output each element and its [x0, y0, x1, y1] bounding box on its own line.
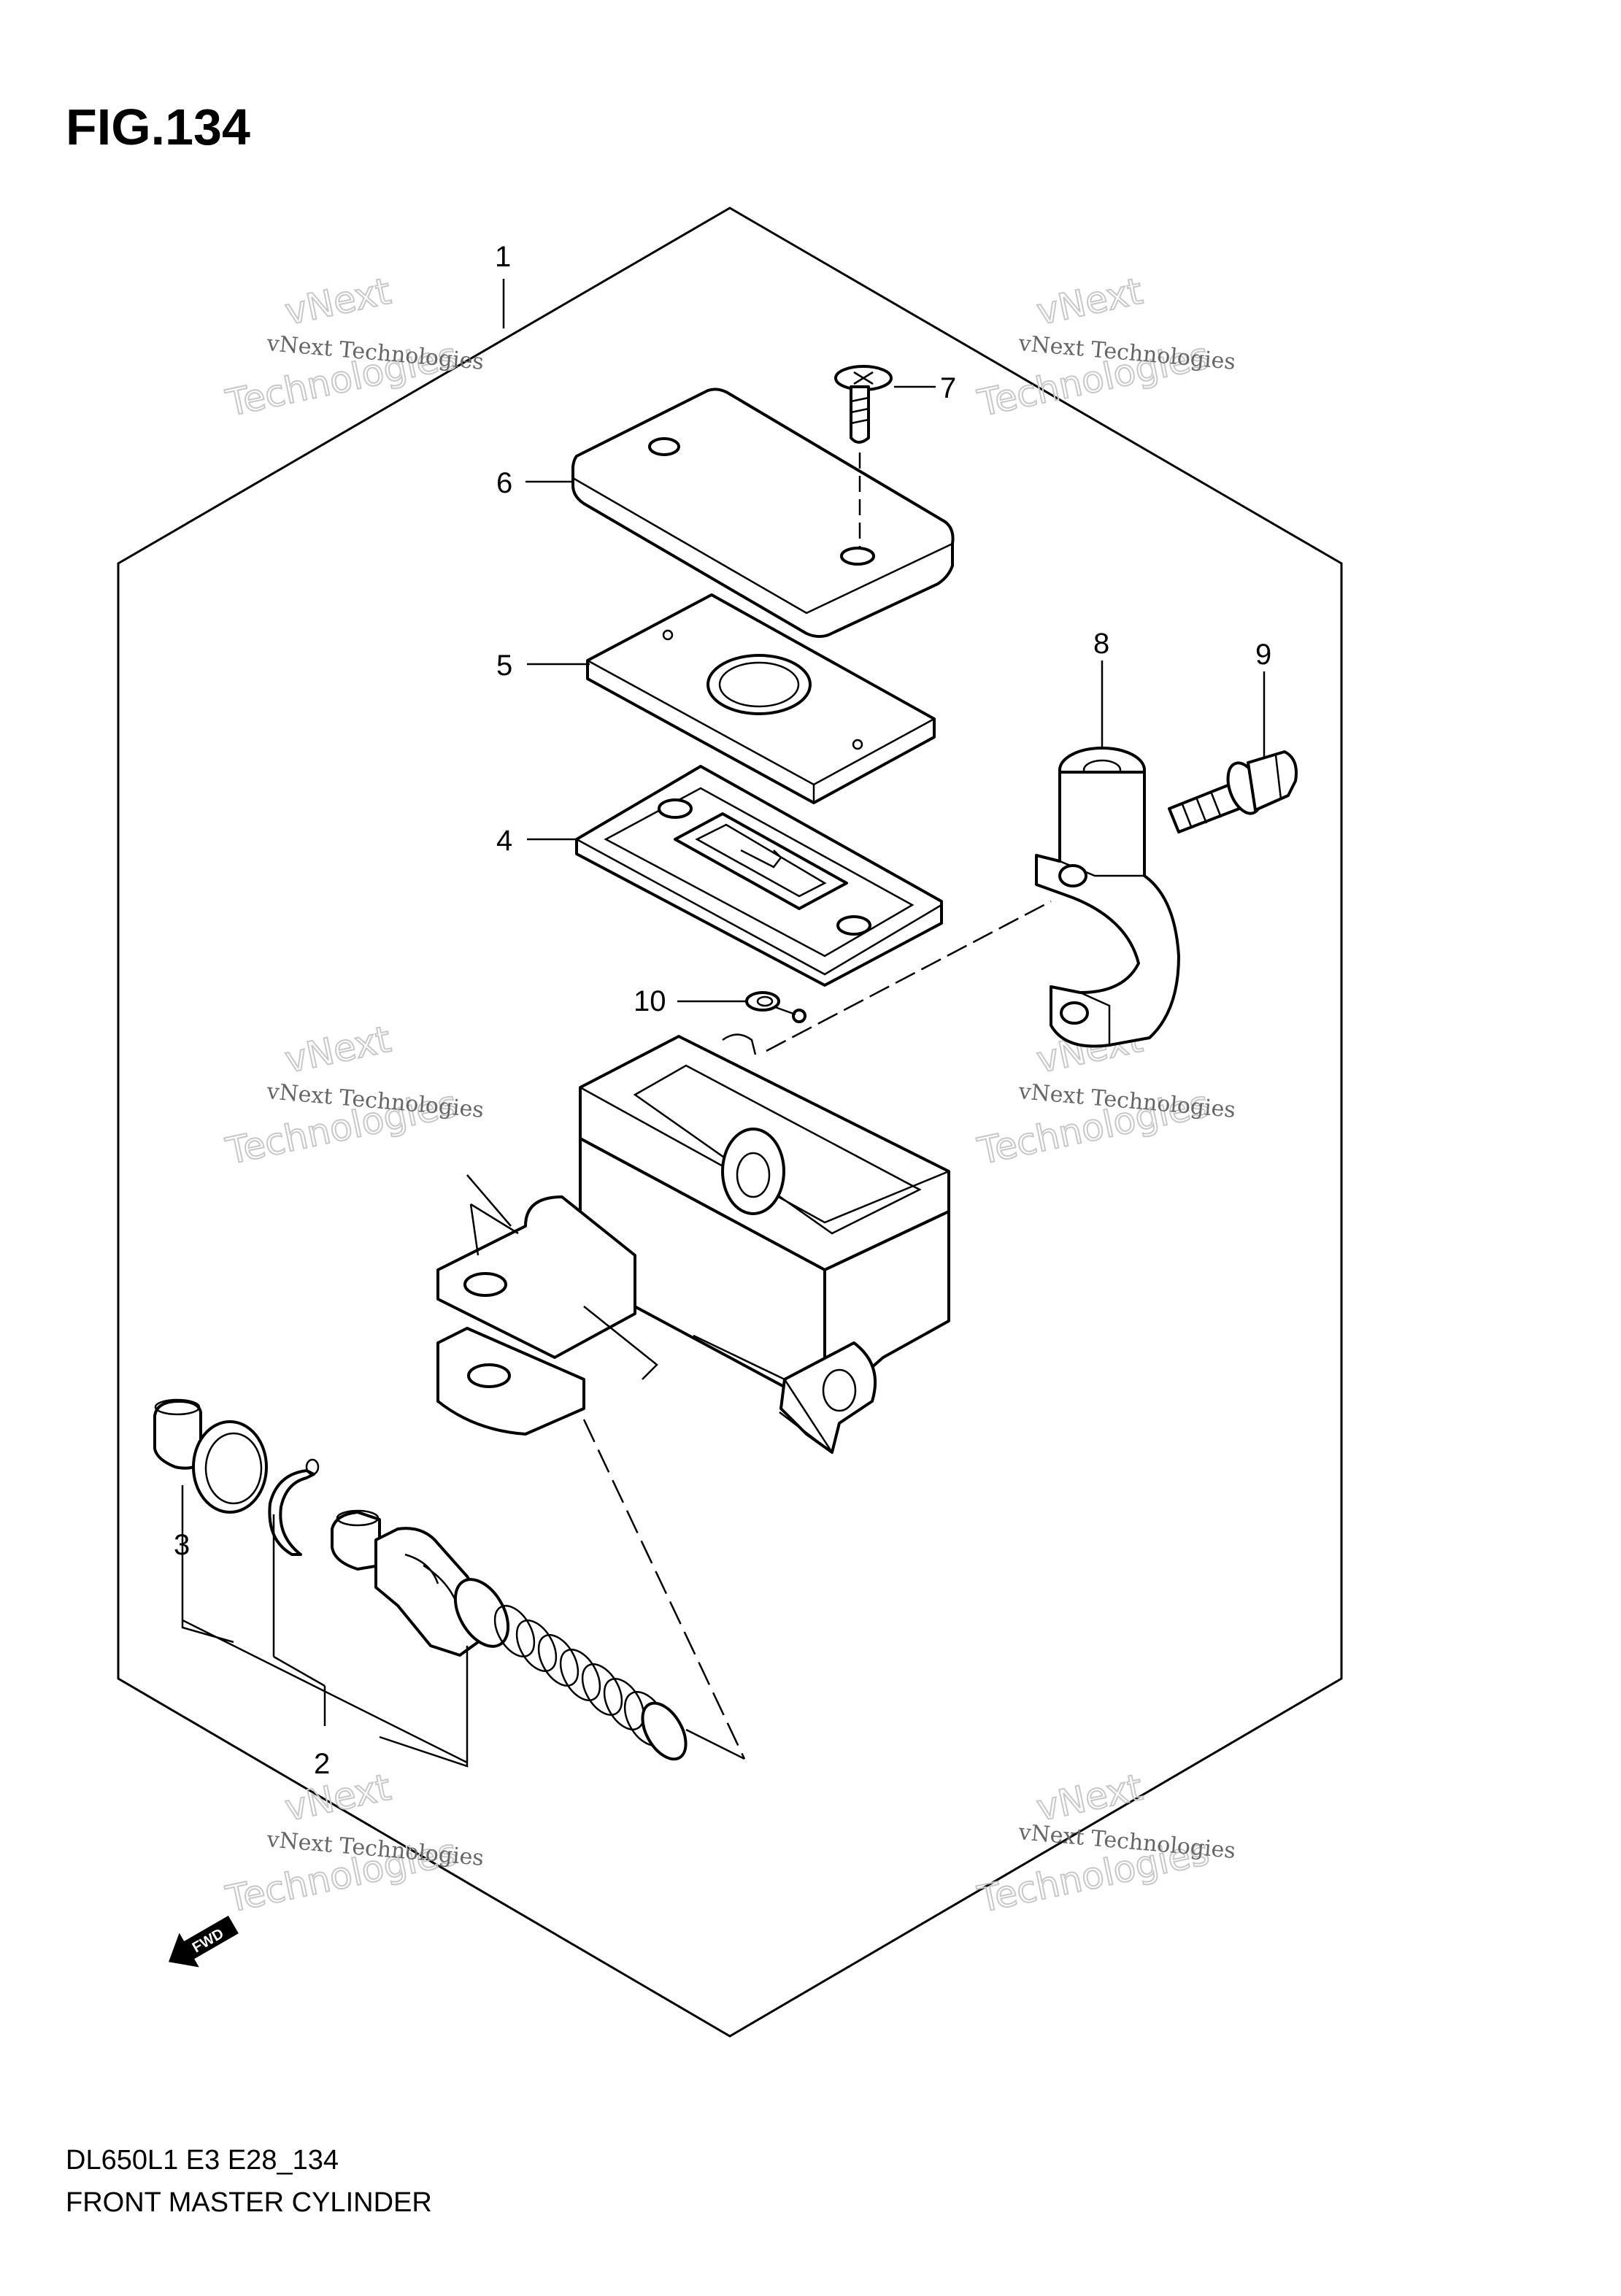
leader-lines: [181, 279, 1266, 1768]
fwd-direction-marker: FWD: [169, 1915, 239, 1968]
part-10-clip: [745, 991, 806, 1023]
watermark-bottom-right: vNext Technologies vNext Technologies: [973, 1765, 1236, 1922]
model-code: DL650L1 E3 E28_134: [66, 2145, 339, 2176]
watermark-large-top: vNext: [281, 1766, 394, 1830]
watermark-large-top: vNext: [281, 1018, 394, 1082]
assembly-boundary: [117, 207, 1343, 2038]
part-2-spring: [493, 1605, 688, 1761]
watermark-large-top: vNext: [281, 270, 394, 334]
watermark-bottom-left: vNext Technologies vNext Technologies: [221, 1765, 485, 1922]
part-1-body: [436, 1033, 950, 1454]
callout-7: 7: [940, 372, 956, 404]
callout-5: 5: [496, 650, 512, 682]
callout-6: 6: [496, 467, 512, 499]
callout-8: 8: [1093, 628, 1109, 660]
part-6-cap: [571, 388, 955, 639]
section-name: FRONT MASTER CYLINDER: [66, 2187, 432, 2218]
callout-2: 2: [314, 1748, 330, 1780]
callout-1: 1: [495, 241, 511, 273]
watermark-top-right: vNext Technologies vNext Technologies: [973, 269, 1236, 425]
watermark-top-left: vNext Technologies vNext Technologies: [221, 269, 485, 425]
watermark-mid-left: vNext Technologies vNext Technologies: [221, 1017, 485, 1174]
part-3-seal: [153, 1398, 268, 1514]
part-7-screw: [834, 365, 893, 444]
part-5-plate: [586, 593, 936, 804]
part-2-piston: [331, 1509, 510, 1657]
part-9-bolt: [1168, 750, 1298, 833]
callout-4: 4: [496, 825, 512, 857]
watermark-large-top: vNext: [1033, 270, 1146, 334]
callout-3: 3: [174, 1529, 190, 1561]
part-3-circlip: [268, 1458, 320, 1556]
callout-9: 9: [1255, 639, 1271, 671]
part-4-diaphragm: [575, 765, 943, 987]
part-8-holder: [1035, 747, 1180, 1048]
callout-10: 10: [634, 985, 666, 1017]
figure-label: FIG.134: [66, 99, 250, 155]
watermark-large-top: vNext: [1033, 1766, 1146, 1830]
